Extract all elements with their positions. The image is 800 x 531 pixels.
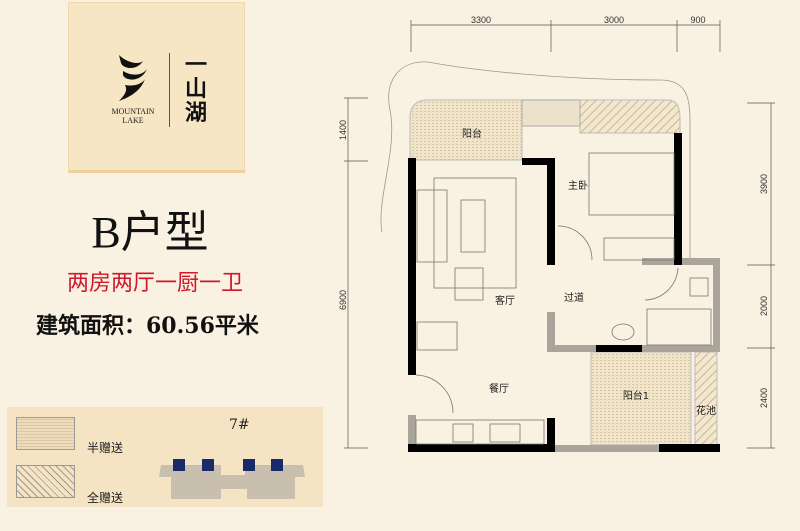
unit-marker — [243, 459, 255, 471]
balcony-area — [409, 99, 523, 161]
balcony1-area — [590, 351, 692, 446]
top-dimensions — [410, 20, 721, 52]
dim-top-3: 900 — [690, 15, 705, 25]
full-gift-swatch — [16, 465, 75, 498]
dim-right-1: 3900 — [759, 174, 769, 194]
label-living-room: 客厅 — [495, 294, 515, 307]
bedroom-balcony-area — [579, 99, 681, 134]
legend-panel: 半赠送 全赠送 7# — [7, 407, 323, 507]
ac-unit — [521, 99, 581, 127]
left-dimensions — [344, 97, 368, 449]
unit-marker — [271, 459, 283, 471]
balcony-railing — [380, 61, 691, 258]
unit-type-title: B户型 — [91, 208, 209, 257]
flower-bed-area — [694, 351, 718, 446]
bed — [588, 152, 675, 216]
dim-right-3: 2400 — [759, 388, 769, 408]
building-number: 7# — [229, 417, 250, 433]
label-dining-room: 餐厅 — [489, 382, 509, 395]
dim-left-1: 1400 — [338, 120, 348, 140]
armchair — [454, 267, 484, 301]
washbasin — [611, 323, 635, 341]
right-dimensions — [747, 102, 775, 449]
entry-door-swing — [415, 374, 454, 414]
building-area: 建筑面积：60.56平米 — [36, 313, 259, 339]
structural-walls — [408, 133, 720, 452]
rug — [433, 177, 517, 289]
layout-subtitle: 两房两厅一厨一卫 — [66, 271, 243, 296]
shower — [646, 308, 712, 346]
dining-table — [416, 321, 458, 351]
sink — [452, 423, 474, 443]
label-master-bedroom: 主卧 — [568, 179, 588, 192]
building-key-plan — [159, 459, 305, 499]
dim-top-1: 3300 — [471, 15, 491, 25]
full-gift-label: 全赠送 — [87, 491, 124, 505]
label-balcony1: 阳台1 — [623, 389, 649, 402]
toilet — [689, 277, 709, 297]
wardrobe — [603, 237, 675, 261]
dim-top-2: 3000 — [604, 15, 624, 25]
unit-marker — [173, 459, 185, 471]
logo-divider — [169, 53, 170, 127]
unit-marker — [202, 459, 214, 471]
stove — [489, 423, 521, 443]
sofa — [416, 189, 448, 263]
half-gift-swatch — [16, 417, 75, 450]
dim-left-2: 6900 — [338, 290, 348, 310]
label-corridor: 过道 — [564, 291, 584, 304]
bedroom-door-swing — [557, 225, 593, 261]
label-balcony: 阳台 — [462, 127, 482, 140]
bathroom-door-swing — [644, 267, 679, 301]
half-gift-label: 半赠送 — [87, 441, 124, 455]
label-flower-bed: 花池 — [696, 404, 716, 417]
furniture — [415, 152, 712, 445]
dim-right-2: 2000 — [759, 296, 769, 316]
logo-chinese: 一山湖 — [184, 52, 207, 126]
coffee-table — [460, 199, 486, 253]
bird-logo-icon — [119, 55, 147, 101]
kitchen-counter — [415, 419, 545, 445]
